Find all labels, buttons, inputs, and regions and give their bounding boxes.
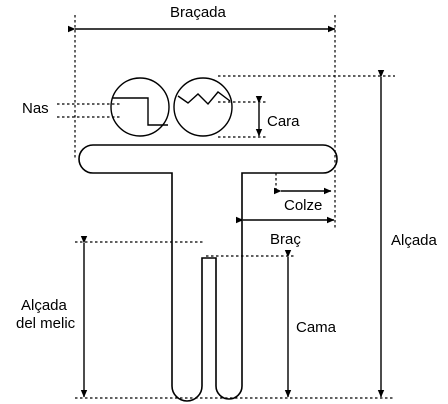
elbow-label: Colze	[284, 197, 322, 214]
arm-label: Braç	[270, 231, 301, 248]
leg-label: Cama	[296, 319, 337, 336]
arm-span-label: Braçada	[170, 4, 227, 21]
nose-label: Nas	[22, 100, 49, 117]
face-measure	[218, 96, 268, 138]
left-head	[110, 77, 170, 137]
face-label: Cara	[267, 113, 300, 130]
figure-body-outline	[78, 144, 338, 402]
nose-measure	[57, 103, 120, 118]
leg-measure	[206, 250, 296, 398]
navel-height-label-line2: del melic	[16, 315, 76, 332]
arm-span-measure	[68, 15, 336, 230]
navel-height-label-line1: Alçada	[21, 297, 68, 314]
elbow-measure	[274, 173, 332, 195]
height-measure	[75, 70, 395, 399]
navel-height-measure	[75, 236, 205, 398]
right-head	[173, 77, 233, 137]
height-label: Alçada	[391, 232, 438, 249]
